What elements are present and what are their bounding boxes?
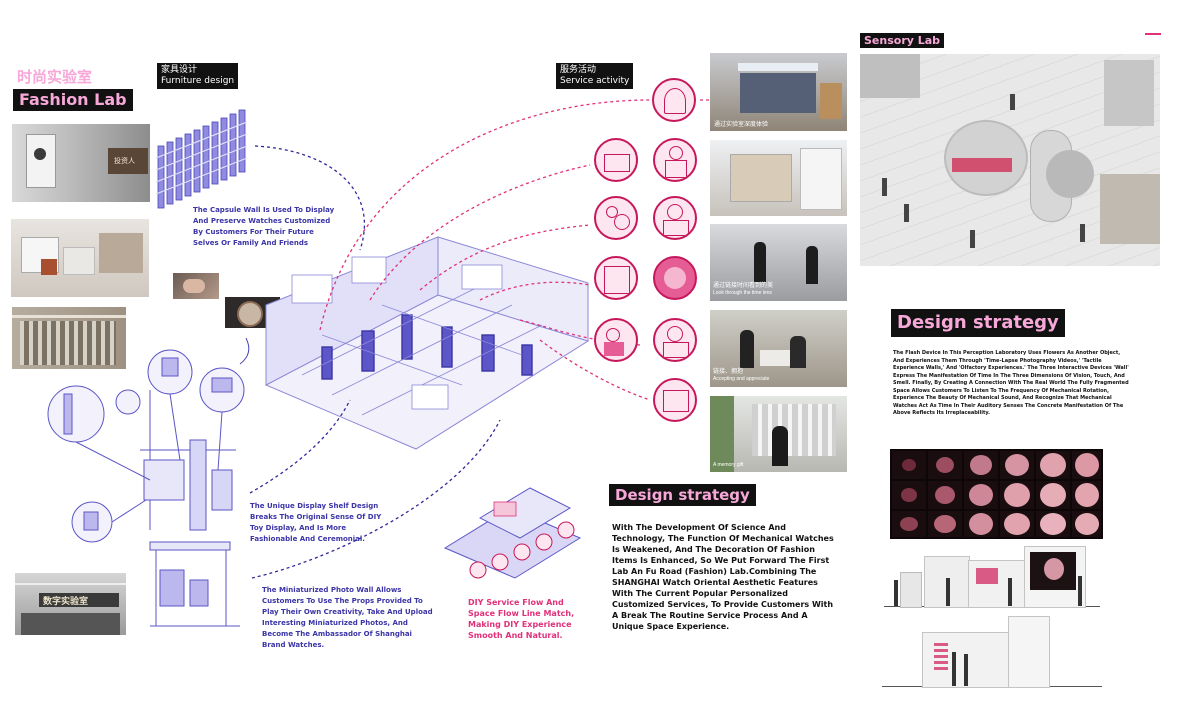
rose-frame: [928, 451, 962, 479]
rose-frame: [964, 481, 998, 509]
service-photo-3: 通过链接时间看到的美 Look through the time lens: [710, 224, 847, 301]
service-photo-5-caption: A memory gift: [713, 462, 744, 468]
design-strategy-body-sensory: The Flash Device In This Perception Labo…: [893, 350, 1129, 416]
rose-frame: [1000, 481, 1034, 509]
furniture-design-label-cn: 家具设计: [161, 65, 198, 75]
furniture-design-label: 家具设计 Furniture design: [157, 63, 239, 89]
service-photo-4: 链接、拥抱 Accepting and appreciate: [710, 310, 847, 387]
diy-flow-note: DIY Service Flow And Space Flow Line Mat…: [468, 598, 575, 640]
rose-frame: [1000, 511, 1034, 537]
rose-frame: [1036, 511, 1070, 537]
service-activity-label-cn: 服务活动: [560, 65, 597, 75]
service-step-icon-10: [653, 378, 697, 422]
rose-frame: [1072, 451, 1101, 479]
rose-frame: [1072, 511, 1101, 537]
capsule-wall-diagram: [155, 109, 248, 209]
service-step-icon-1: [652, 78, 696, 122]
service-step-icon-3: [653, 138, 697, 182]
diy-flow-plan: [443, 487, 582, 579]
rose-frame: [964, 511, 998, 537]
service-photo-1-caption: 通过实验室深度体验: [714, 122, 769, 128]
elevation-drawing-1: [884, 542, 1100, 608]
capsule-wall-note: The Capsule Wall Is Used To Display And …: [193, 206, 335, 247]
service-photo-3-caption-cn: 通过链接时间看到的美: [713, 283, 774, 289]
rose-frame: [1036, 481, 1070, 509]
display-shelf-note: The Unique Display Shelf Design Breaks T…: [250, 502, 382, 543]
sensory-lab-rendering: [860, 54, 1160, 266]
photo-wall-note: The Miniaturized Photo Wall Allows Custo…: [262, 586, 433, 649]
service-activity-label: 服务活动 Service activity: [556, 63, 634, 89]
rose-frame: [892, 511, 926, 537]
sensory-lab-title: Sensory Lab: [860, 33, 945, 48]
service-photo-1: 通过实验室深度体验: [710, 53, 847, 131]
photo-shelf-rack: [12, 307, 126, 369]
photo-shop-front: 数字实验室: [15, 573, 126, 635]
furniture-design-label-en: Furniture design: [161, 76, 235, 86]
design-strategy-body-main: With The Development Of Science And Tech…: [612, 523, 834, 631]
design-strategy-title-main: Design strategy: [609, 484, 756, 506]
photo-diy-workstation: [11, 219, 149, 297]
shop-sign: 数字实验室: [43, 596, 89, 606]
rose-frame: [1036, 451, 1070, 479]
service-step-icon-9: [653, 318, 697, 362]
rose-frame: [1072, 481, 1101, 509]
service-step-icon-2: [594, 138, 638, 182]
service-photo-4-caption-cn: 链接、拥抱: [713, 369, 744, 375]
photo-hand-detail: [173, 273, 219, 299]
fashion-lab-title: Fashion Lab: [13, 89, 133, 111]
photo-watch-display-wall: 投资人: [12, 124, 150, 202]
design-strategy-title-sensory: Design strategy: [891, 309, 1065, 337]
corner-mark: [1145, 33, 1161, 35]
service-step-icon-4: [594, 196, 638, 240]
service-photo-2: [710, 140, 847, 216]
rose-frame: [928, 511, 962, 537]
rose-frame: [1000, 451, 1034, 479]
service-step-icon-8: [594, 318, 638, 362]
service-photo-5: A memory gift: [710, 396, 847, 472]
fashion-lab-title-cn: 时尚实验室: [17, 68, 93, 86]
axonometric-floor-plan: [264, 236, 590, 450]
service-step-icon-7: [653, 256, 697, 300]
elevation-drawing-2: [882, 612, 1102, 690]
service-photo-3-caption-en: Look through the time lens: [713, 290, 772, 296]
rose-frame: [928, 481, 962, 509]
rose-frame: [964, 451, 998, 479]
service-activity-label-en: Service activity: [560, 76, 630, 86]
rose-frame: [892, 451, 926, 479]
service-step-icon-6: [594, 256, 638, 300]
service-step-icon-5: [653, 196, 697, 240]
shelf-detail-drawing: [47, 337, 250, 627]
rose-frame: [892, 481, 926, 509]
rose-timelapse-grid: [890, 449, 1103, 539]
service-photo-4-caption-en: Accepting and appreciate: [713, 376, 770, 382]
